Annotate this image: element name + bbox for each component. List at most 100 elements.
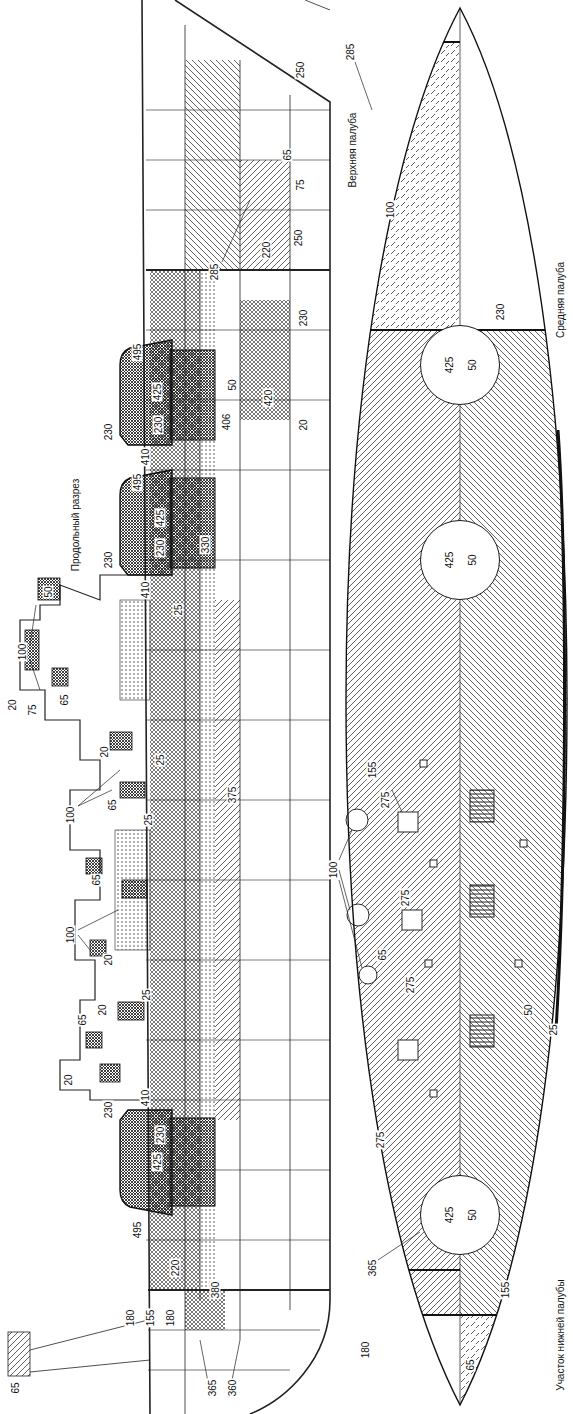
armor-thickness: 100: [65, 926, 76, 945]
armor-thickness: 65: [91, 873, 102, 886]
armor-thickness: 230: [103, 1101, 114, 1120]
superstructure: [110, 732, 132, 750]
armor-thickness: 50: [523, 1003, 534, 1016]
armor-thickness: 20: [103, 953, 114, 966]
armor-thickness: 65: [10, 1381, 21, 1394]
plan-leaders: [339, 830, 362, 968]
deck-fittings: [398, 812, 418, 832]
hull-outline: [146, 110, 330, 1370]
deck-plan: [340, 330, 460, 1315]
deck-fittings: [420, 760, 427, 767]
armor-thickness: 180: [360, 1341, 371, 1360]
armor-thickness: 495: [132, 473, 143, 492]
armor-thickness: 25: [143, 813, 154, 826]
superstructure: [86, 1032, 102, 1048]
turrets: [120, 340, 172, 1215]
plan-outline: [346, 8, 567, 1405]
armor-belt: [185, 60, 240, 270]
armor-thickness: 410: [140, 1089, 151, 1108]
armor-thickness: 285: [209, 263, 220, 282]
leader-lines: [200, 1340, 240, 1382]
view-caption: Средняя палуба: [555, 261, 566, 339]
hull-outline: [305, 0, 330, 10]
armor-thickness: 365: [207, 1379, 218, 1398]
armor-thickness: 230: [103, 551, 114, 570]
superstructure: [52, 668, 68, 686]
armor-thickness: 380: [210, 1281, 221, 1300]
superstructure: [122, 880, 147, 898]
superstructure: [118, 1002, 144, 1020]
deck-fittings: [359, 966, 377, 984]
armor-thickness: 275: [400, 889, 411, 908]
armor-thickness: 360: [227, 1379, 238, 1398]
barbettes: [170, 350, 215, 440]
hull-outline: [175, 0, 330, 1414]
leader-lines: [222, 200, 250, 262]
armor-thickness: 250: [295, 61, 306, 80]
superstructure: [38, 578, 60, 600]
leader-lines: [78, 770, 120, 950]
barbettes: [170, 478, 215, 568]
armor-thickness: 65: [282, 148, 293, 161]
armor-thickness: 20: [7, 698, 18, 711]
superstructure: [115, 830, 150, 950]
armor-thickness: 20: [97, 1003, 108, 1016]
armor-thickness: 75: [295, 178, 306, 191]
armor-thickness: 365: [367, 1259, 378, 1278]
turrets: [120, 340, 172, 445]
hull-outline: [185, 25, 290, 1414]
armor-thickness: 155: [367, 761, 378, 780]
armor-thickness: 50: [467, 1209, 478, 1220]
deck-fittings: [398, 1040, 418, 1060]
superstructure: [25, 578, 147, 1082]
armor-thickness: 155: [145, 1309, 156, 1328]
armor-thickness: 230: [495, 303, 506, 322]
armor-thickness: 180: [165, 1309, 176, 1328]
superstructure: [120, 782, 145, 798]
armor-thickness: 50: [467, 359, 478, 370]
armor-thickness: 425: [152, 383, 163, 402]
deck-fittings: [425, 960, 432, 967]
deck-plan: [340, 42, 460, 330]
armor-thickness: 65: [107, 798, 118, 811]
armor-thickness: 50: [227, 378, 238, 391]
armor-thickness: 230: [103, 423, 114, 442]
turrets: [120, 470, 172, 575]
armor-thickness: 100: [17, 643, 28, 662]
armor-thickness: 65: [77, 1013, 88, 1026]
deck-fittings: [402, 910, 422, 930]
plan-outline: [556, 430, 565, 1030]
armor-thickness: 75: [27, 703, 38, 716]
barbette-circle: 42550: [420, 1175, 500, 1255]
deck-plan: [340, 42, 570, 1315]
armor-thickness: 420: [263, 389, 274, 408]
plan-outline: [346, 8, 567, 1405]
armor-thickness: 25: [155, 753, 166, 766]
armor-thickness: 20: [63, 1073, 74, 1086]
leader-lines: [30, 605, 40, 690]
stern-fitting: [8, 1320, 150, 1376]
stern-fitting: [8, 1332, 30, 1376]
armor-thickness: 100: [385, 201, 396, 220]
armor-thickness: 425: [444, 357, 455, 374]
armor-thickness: 65: [59, 693, 70, 706]
armor-thickness: 330: [200, 536, 211, 555]
armor-thickness: 180: [125, 1309, 136, 1328]
armor-thickness: 20: [99, 745, 110, 758]
armor-thickness: 425: [152, 1153, 163, 1172]
deck-plan: [460, 1315, 570, 1410]
plan-leaders: [355, 62, 372, 110]
superstructure: [20, 575, 150, 1100]
armor-thickness: 230: [155, 1126, 166, 1145]
armor-thickness: 406: [221, 413, 232, 432]
armor-belt: [215, 600, 240, 1120]
armor-thickness: 50: [467, 554, 478, 565]
leader-lines: [30, 200, 250, 1382]
deck-fittings: [470, 1015, 494, 1047]
superstructure: [100, 1064, 120, 1082]
armor-thickness: 230: [155, 539, 166, 558]
deck-plan: [340, 42, 570, 1410]
armor-thickness: 410: [140, 448, 151, 467]
